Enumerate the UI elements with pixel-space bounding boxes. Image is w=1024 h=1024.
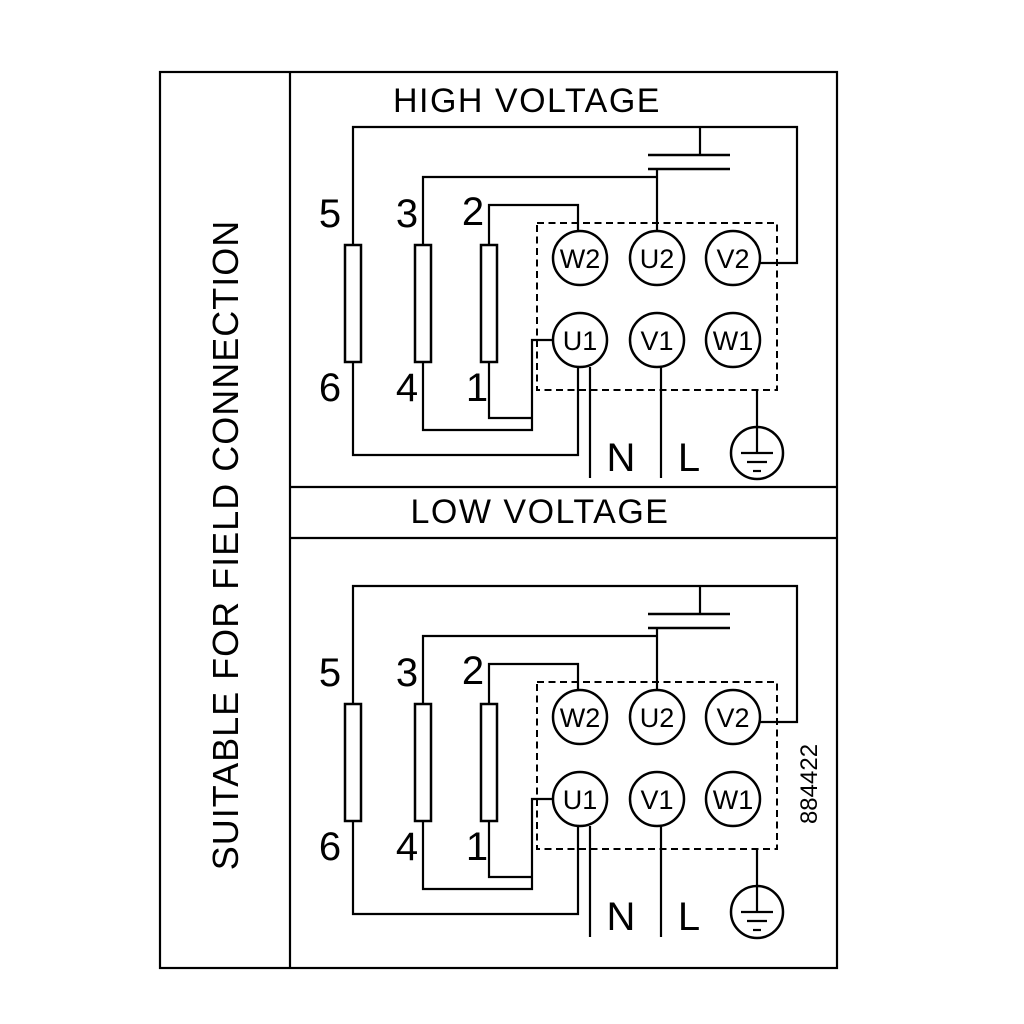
terminal-label-w2: W2 <box>560 703 601 733</box>
link-label-3: 3 <box>396 192 418 236</box>
terminal-label-w2: W2 <box>560 244 601 274</box>
low-voltage-diagram-graphics <box>343 584 799 940</box>
link-label-1: 1 <box>466 825 488 869</box>
link-label-5: 5 <box>319 651 341 695</box>
link-label-3: 3 <box>396 651 418 695</box>
line-label: L <box>678 895 700 939</box>
terminal-label-v2: V2 <box>716 244 749 274</box>
terminal-label-u2: U2 <box>640 244 675 274</box>
low-voltage-labels: 5 3 2 6 4 1 W2 U2 V2 U1 V1 W1 N L <box>319 649 753 939</box>
link-label-2: 2 <box>462 190 484 234</box>
high-voltage-title: HIGH VOLTAGE <box>393 82 661 120</box>
link-label-6: 6 <box>319 825 341 869</box>
link-label-2: 2 <box>462 649 484 693</box>
drawing-number: 884422 <box>796 744 823 824</box>
neutral-label: N <box>607 436 636 480</box>
terminal-label-w1: W1 <box>713 785 754 815</box>
terminal-label-u1: U1 <box>563 785 598 815</box>
line-label: L <box>678 436 700 480</box>
high-voltage-diagram-graphics <box>343 125 799 481</box>
terminal-label-w1: W1 <box>713 326 754 356</box>
terminal-label-u2: U2 <box>640 703 675 733</box>
high-voltage-labels: 5 3 2 6 4 1 W2 U2 V2 U1 V1 W1 N L <box>319 190 753 480</box>
terminal-label-u1: U1 <box>563 326 598 356</box>
outer-border <box>158 70 839 970</box>
neutral-label: N <box>607 895 636 939</box>
left-panel-label: SUITABLE FOR FIELD CONNECTION <box>205 220 246 870</box>
link-label-4: 4 <box>396 366 418 410</box>
link-label-1: 1 <box>466 366 488 410</box>
link-label-4: 4 <box>396 825 418 869</box>
link-label-6: 6 <box>319 366 341 410</box>
drawing-frame <box>158 70 839 970</box>
terminal-label-v1: V1 <box>640 326 673 356</box>
link-label-5: 5 <box>319 192 341 236</box>
terminal-label-v1: V1 <box>640 785 673 815</box>
low-voltage-title: LOW VOLTAGE <box>411 493 670 531</box>
terminal-label-v2: V2 <box>716 703 749 733</box>
